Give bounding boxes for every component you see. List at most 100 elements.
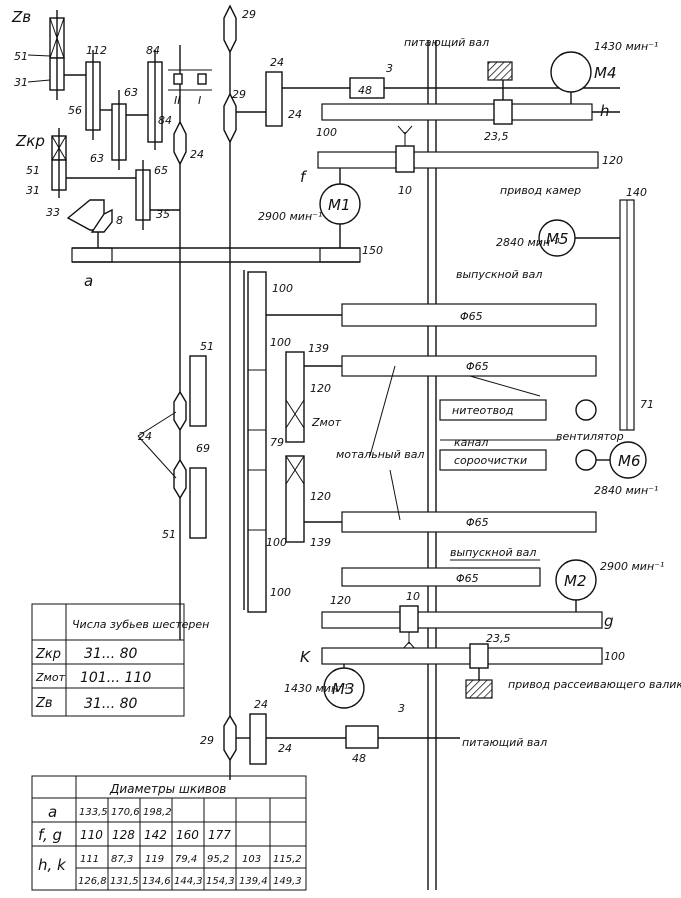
fan-lower xyxy=(575,449,597,471)
label-24d: 24 xyxy=(138,430,152,443)
label-120a: 120 xyxy=(602,154,623,167)
gear-zmot-upper xyxy=(285,351,305,443)
label-24f: 24 xyxy=(278,742,292,755)
label-phi65d: Φ65 xyxy=(456,572,479,585)
k-drive-shaft xyxy=(321,647,603,665)
label-100e: 100 xyxy=(270,586,291,599)
label-48a: 48 xyxy=(358,84,372,97)
label-channel: канал xyxy=(454,436,488,449)
gear-table-row-1-name: Zкр xyxy=(35,647,61,662)
label-84a: 84 xyxy=(146,44,160,57)
label-120b: 120 xyxy=(310,382,331,395)
label-chamber-drive: привод камер xyxy=(500,184,581,197)
gear-51-lower xyxy=(189,467,207,539)
label-140: 140 xyxy=(626,186,647,199)
label-51b: 51 xyxy=(26,164,40,177)
pulley-row-a-name: a xyxy=(48,803,57,821)
label-zmot: Zмот xyxy=(311,416,342,429)
label-spread-drive: привод рассеивающего валика xyxy=(508,678,681,691)
pulley-cell: 198,2 xyxy=(143,807,172,818)
label-g: g xyxy=(604,612,614,630)
motor-m4 xyxy=(550,51,592,93)
gear-teeth-table: Числа зубьев шестерен Zкр 31... 80 Zмот … xyxy=(31,603,209,717)
bevel-gear-8 xyxy=(90,208,113,233)
label-m5: M5 xyxy=(546,230,569,248)
label-m3: M3 xyxy=(332,680,355,698)
label-m6-speed: 2840 мин⁻¹ xyxy=(594,484,658,497)
label-m4: M4 xyxy=(594,64,617,82)
label-31b: 31 xyxy=(26,184,40,197)
pulley-cell: 177 xyxy=(208,828,231,842)
pulley-cell: 142 xyxy=(144,828,167,842)
label-51c: 51 xyxy=(200,340,214,353)
gear-51-upper xyxy=(189,355,207,427)
release-shaft-bottom xyxy=(341,567,541,587)
label-m1: M1 xyxy=(328,196,351,214)
label-120d: 120 xyxy=(330,594,351,607)
pulley-cell: 79,4 xyxy=(175,854,197,865)
label-k: K xyxy=(300,648,311,666)
label-24c: 24 xyxy=(288,108,302,121)
label-10b: 10 xyxy=(406,590,420,603)
label-thread-guide: нитеотвод xyxy=(452,404,513,417)
pulley-cell: 133,5 xyxy=(79,807,108,818)
label-65: 65 xyxy=(154,164,168,177)
g-drive-shaft xyxy=(321,611,603,629)
label-24a: 24 xyxy=(190,148,204,161)
label-84b: 84 xyxy=(158,114,172,127)
pulley-cell: 119 xyxy=(145,854,164,865)
gear-23-5-top xyxy=(493,99,513,125)
label-23-5a: 23,5 xyxy=(484,130,509,143)
suction-channel xyxy=(439,449,547,471)
clutch-10-bottom xyxy=(399,605,419,633)
winding-shaft-gear xyxy=(247,271,267,613)
coupling-48-bottom xyxy=(345,725,379,749)
gear-23-5-bottom xyxy=(469,643,489,669)
pulley-cell: 134,6 xyxy=(142,876,171,887)
label-8: 8 xyxy=(116,214,123,227)
label-71: 71 xyxy=(640,398,654,411)
chamber-drive-shaft xyxy=(317,151,599,169)
gearbox-block-top xyxy=(487,61,513,81)
gear-29-bottom xyxy=(223,714,237,762)
gear-29-mid xyxy=(223,92,237,144)
label-23-5b: 23,5 xyxy=(486,632,511,645)
pulley-cell: 111 xyxy=(80,854,99,865)
pulley-cell: 149,3 xyxy=(273,876,302,887)
pulley-cell: 144,3 xyxy=(174,876,203,887)
label-h: h xyxy=(600,102,610,120)
label-139a: 139 xyxy=(308,342,329,355)
pulley-cell: 126,8 xyxy=(78,876,107,887)
pulley-cell: 110 xyxy=(80,828,103,842)
label-63b: 63 xyxy=(90,152,104,165)
label-31a: 31 xyxy=(14,76,28,89)
label-phi65a: Φ65 xyxy=(460,310,483,323)
pulley-cell: 115,2 xyxy=(273,854,302,865)
label-3a: 3 xyxy=(386,62,393,75)
label-f: f xyxy=(300,168,308,186)
label-120c: 120 xyxy=(310,490,331,503)
label-100b: 100 xyxy=(272,282,293,295)
pulley-cell: 154,3 xyxy=(206,876,235,887)
pulley-cell: 128 xyxy=(112,828,135,842)
label-m5-speed: 2840 мин⁻¹ xyxy=(496,236,560,249)
pulley-row-fg-name: f, g xyxy=(38,826,62,844)
gear-24-mid-upper xyxy=(173,390,187,432)
label-phi65b: Φ65 xyxy=(466,360,489,373)
label-m3-speed: 1430 мин⁻¹ xyxy=(284,682,348,695)
label-100a: 100 xyxy=(316,126,337,139)
label-35: 35 xyxy=(156,208,170,221)
label-56: 56 xyxy=(68,104,82,117)
label-29c: 29 xyxy=(200,734,214,747)
label-24b: 24 xyxy=(270,56,284,69)
label-fan: вентилятор xyxy=(556,430,624,443)
pulley-cell: 87,3 xyxy=(111,854,133,865)
label-48b: 48 xyxy=(352,752,366,765)
gear-24-left xyxy=(173,120,187,166)
pulley-cell: 95,2 xyxy=(207,854,229,865)
pulley-cell: 103 xyxy=(242,854,261,865)
pulley-row-hk-name: h, k xyxy=(38,856,67,874)
pulley-cell: 131,5 xyxy=(110,876,139,887)
label-m4-speed: 1430 мин⁻¹ xyxy=(594,40,658,53)
